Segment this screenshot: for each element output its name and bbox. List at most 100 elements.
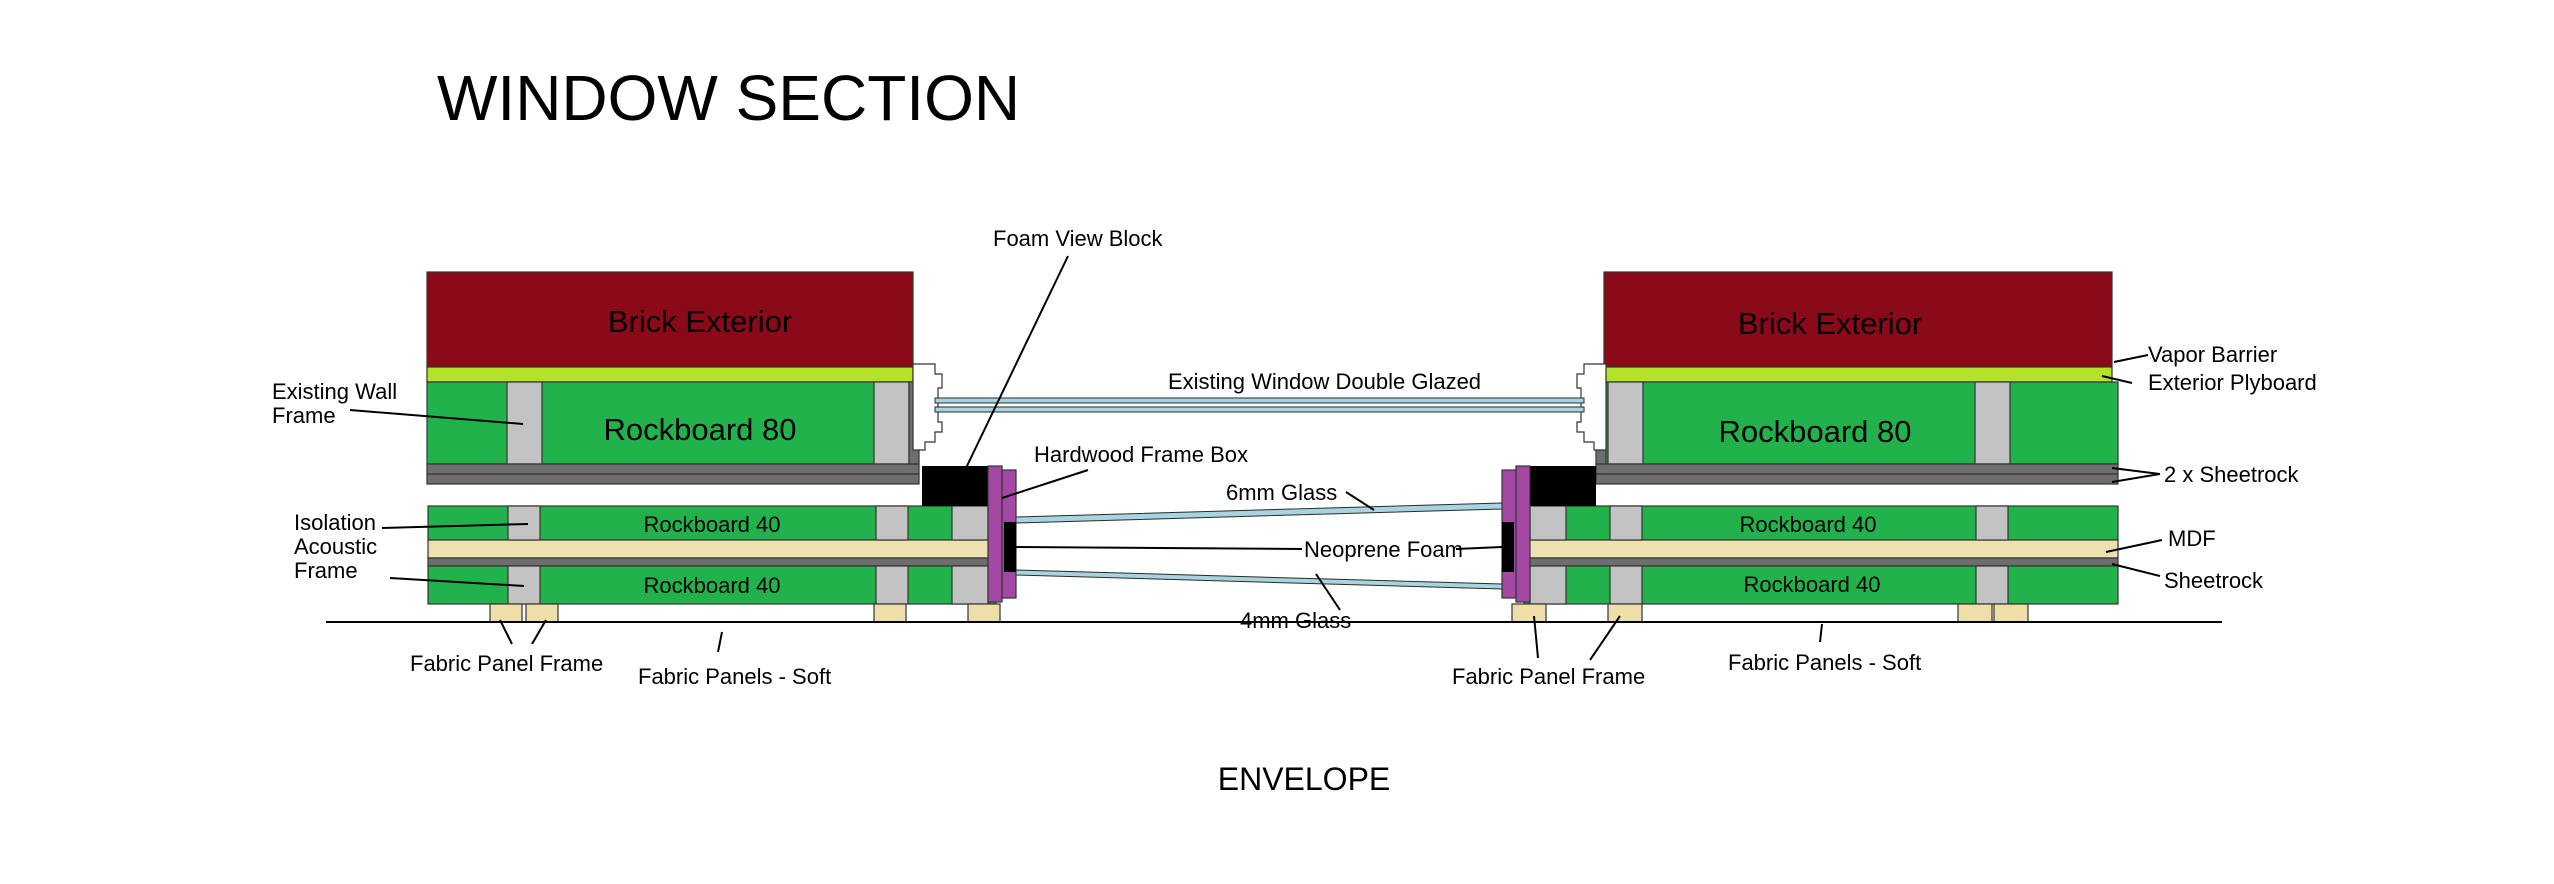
iso-stud-right-upper-1 [1529,505,1567,541]
sheetrock-2x-leader-2 [2111,473,2161,483]
iso-stud-left-upper-1 [507,505,541,541]
window-jamb-right [1576,363,1607,451]
wall-stud-right-outer [1607,381,1644,465]
fabric-panel-frame-right-leader-2 [1589,615,1621,661]
foam-view-block-leader [965,255,1069,469]
callouts: Foam View Block Existing Window Double G… [272,226,2317,689]
exterior-plyboard-leader [2101,375,2133,384]
isolation-frame-label-line1: Isolation [294,510,376,535]
sheetrock-left-lower [427,557,997,567]
sheetrock-2x-leader-1 [2111,467,2161,475]
rockboard-40-left-lower-label: Rockboard 40 [644,573,781,598]
iso-stud-left-upper-2 [875,505,909,541]
hardwood-frame-box-leader [1001,469,1089,499]
foam-view-block-label: Foam View Block [993,226,1164,251]
fabric-panel-frame-left-leader-2 [531,619,547,645]
neoprene-foam-leader-right [1455,546,1503,550]
existing-window-pane-inner [934,406,1585,413]
fabric-panels-soft-right-leader [1819,623,1823,643]
sheetrock-right-2 [1595,473,2119,485]
rockboard-80-left-label: Rockboard 80 [603,412,796,447]
sheetrock-right-1 [1595,463,2119,475]
mdf-leader [2105,539,2163,553]
sheetrock-left-2 [426,473,920,485]
brick-exterior-left [426,271,914,368]
hardwood-frame-box-label: Hardwood Frame Box [1034,442,1248,467]
glass-6mm-leader [1345,491,1375,511]
wall-stud-left-inner [873,381,910,465]
existing-wall-frame-leader [349,409,524,425]
sheetrock-right-lower [1523,557,2119,567]
brick-exterior-right [1603,271,2113,368]
envelope-label: ENVELOPE [1218,761,1391,797]
fabric-panel-frame-right-label: Fabric Panel Frame [1452,664,1645,689]
existing-window-pane-outer [934,397,1585,404]
exterior-plyboard-label: Exterior Plyboard [2148,370,2317,395]
neoprene-foam-label: Neoprene Foam [1304,537,1463,562]
fabric-panel-frame-right-2 [1607,603,1643,623]
iso-stud-right-upper-2 [1609,505,1643,541]
mdf-left [427,539,997,559]
sheetrock-left-1 [426,463,920,475]
vapor-barrier-right [1603,366,2113,383]
fabric-panel-frame-right-leader-1 [1533,615,1539,659]
neoprene-foam-left [1004,522,1016,572]
neoprene-foam-leader-left [1015,546,1303,550]
mdf-right [1523,539,2119,559]
diagram-title: WINDOW SECTION [437,62,1020,134]
fabric-panel-frame-left-3 [873,603,907,623]
fabric-panels-soft-left-label: Fabric Panels - Soft [638,664,831,689]
iso-stud-left-lower-3 [951,565,989,605]
hardwood-frame-box-right [1515,465,1531,603]
rockboard-80-right-label: Rockboard 80 [1718,414,1911,449]
rockboard-40-right-lower-label: Rockboard 40 [1744,572,1881,597]
isolation-frame-label-line3: Frame [294,558,358,583]
mdf-label: MDF [2168,526,2216,551]
vapor-barrier-label: Vapor Barrier [2148,342,2277,367]
neoprene-foam-right [1502,522,1514,572]
existing-window-label: Existing Window Double Glazed [1168,369,1481,394]
isolation-frame-leader-upper [381,523,529,529]
brick-exterior-left-label: Brick Exterior [608,304,792,339]
sheetrock-leader [2111,563,2161,577]
fabric-panel-frame-left-label: Fabric Panel Frame [410,651,603,676]
fabric-panel-frame-left-2 [525,603,559,623]
right-wall-assembly [1501,271,2119,623]
existing-wall-frame-label-line1: Existing Wall [272,379,397,404]
fabric-panels-soft-left-leader [717,631,723,653]
isolation-frame-label-line2: Acoustic [294,534,377,559]
fabric-panel-frame-left-1 [489,603,523,623]
foam-view-block-left [922,466,988,506]
foam-view-block-right [1530,466,1596,506]
existing-wall-frame-label-line2: Frame [272,403,336,428]
vapor-barrier-leader [2113,354,2149,363]
fabric-panel-frame-left-leader-1 [499,619,513,645]
vapor-barrier-left [426,366,914,383]
isolation-frame-leader-lower [389,577,525,587]
glazing [934,397,1585,590]
sheetrock-2x-label: 2 x Sheetrock [2164,462,2300,487]
fabric-panel-frame-right-3 [1957,603,1993,623]
fabric-panel-frame-left-4 [967,603,1001,623]
wall-stud-right-inner [1974,381,2011,465]
rockboard-40-right-upper-label: Rockboard 40 [1740,512,1877,537]
iso-stud-right-lower-1 [1529,565,1567,605]
fabric-panels-soft-right-label: Fabric Panels - Soft [1728,650,1921,675]
glass-4mm [1015,569,1503,590]
glass-4mm-label: 4mm Glass [1240,608,1351,633]
rockboard-40-left-upper-label: Rockboard 40 [644,512,781,537]
fabric-panel-frame-right-4 [1993,603,2029,623]
iso-stud-right-lower-3 [1975,565,2009,605]
iso-stud-right-lower-2 [1609,565,1643,605]
glass-4mm-leader [1315,573,1341,611]
iso-stud-left-upper-3 [951,505,989,541]
iso-stud-left-lower-2 [875,565,909,605]
glass-6mm-label: 6mm Glass [1226,480,1337,505]
brick-exterior-right-label: Brick Exterior [1738,306,1922,341]
sheetrock-label: Sheetrock [2164,568,2264,593]
window-jamb-left [912,363,943,451]
left-wall-assembly [426,271,1017,623]
fabric-panel-frame-right-1 [1511,603,1547,623]
iso-stud-right-upper-3 [1975,505,2009,541]
